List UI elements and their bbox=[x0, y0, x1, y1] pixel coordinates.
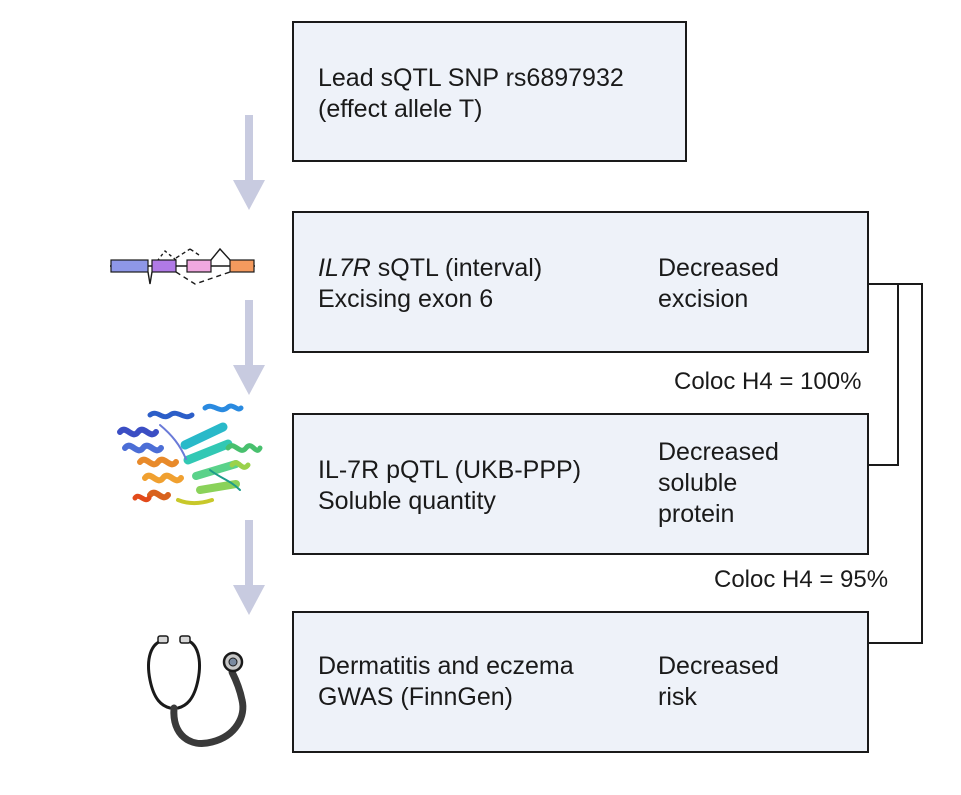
gwas-effect-label: Decreased risk bbox=[658, 651, 779, 713]
coloc-h4-upper: Coloc H4 = 100% bbox=[674, 368, 862, 395]
pqtl-effect-line: Decreased bbox=[658, 438, 779, 466]
stethoscope-icon bbox=[147, 635, 247, 747]
pqtl-effect-label: Decreased soluble protein bbox=[658, 437, 779, 530]
splicing-exon-diagram-icon bbox=[110, 247, 255, 285]
flow-arrow-2 bbox=[233, 300, 265, 395]
protein-structure-icon bbox=[117, 403, 263, 505]
lead-snp-line2: (effect allele T) bbox=[318, 95, 483, 123]
gene-name-italic: IL7R bbox=[318, 254, 371, 282]
gwas-title: Dermatitis and eczema bbox=[318, 652, 574, 680]
gwas-box: Dermatitis and eczema GWAS (FinnGen) Dec… bbox=[292, 611, 869, 753]
sqtl-effect-line: excision bbox=[658, 285, 749, 313]
pqtl-box: IL-7R pQTL (UKB-PPP) Soluble quantity De… bbox=[292, 413, 869, 555]
sqtl-subtitle: Excising exon 6 bbox=[318, 285, 494, 313]
gwas-subtitle: GWAS (FinnGen) bbox=[318, 683, 513, 711]
pqtl-effect-line: soluble bbox=[658, 469, 738, 497]
sqtl-box: IL7R sQTL (interval) Excising exon 6 Dec… bbox=[292, 211, 869, 353]
coloc-h4-lower: Coloc H4 = 95% bbox=[714, 566, 889, 593]
sqtl-title: IL7R sQTL (interval) bbox=[318, 253, 542, 284]
gwas-effect-line: risk bbox=[658, 683, 697, 711]
gwas-effect-line: Decreased bbox=[658, 652, 779, 680]
coloc-bracket-lower bbox=[868, 283, 923, 644]
pqtl-title: IL-7R pQTL (UKB-PPP) bbox=[318, 456, 582, 484]
flow-arrow-3 bbox=[233, 520, 265, 615]
sqtl-effect-label: Decreased excision bbox=[658, 253, 779, 315]
pqtl-subtitle: Soluble quantity bbox=[318, 487, 496, 515]
coloc-bracket-upper bbox=[868, 283, 899, 466]
lead-snp-line1: Lead sQTL SNP rs6897932 bbox=[318, 64, 624, 92]
flow-arrow-1 bbox=[233, 115, 265, 210]
lead-snp-box: Lead sQTL SNP rs6897932 (effect allele T… bbox=[292, 21, 687, 162]
pqtl-effect-line: protein bbox=[658, 500, 735, 528]
sqtl-effect-line: Decreased bbox=[658, 254, 779, 282]
sqtl-title-rest: sQTL (interval) bbox=[370, 254, 543, 282]
